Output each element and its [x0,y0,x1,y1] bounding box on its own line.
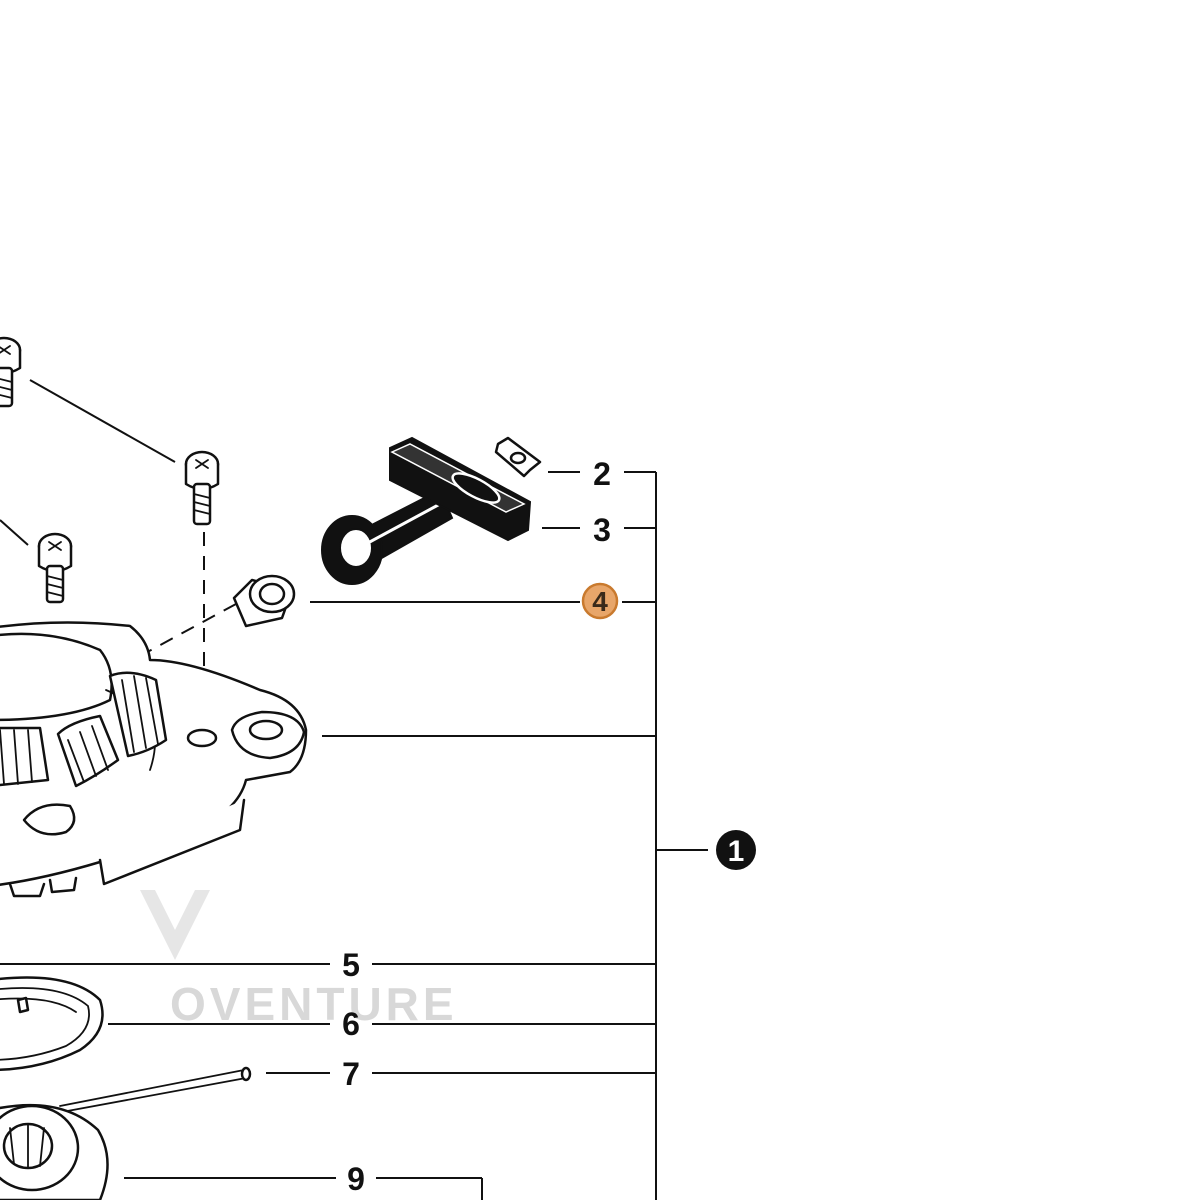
callout-2: 2 [593,456,611,492]
bushing [232,574,296,628]
callout-4: 4 [592,586,608,617]
housing-ribs [0,671,168,788]
watermark-logo [140,890,210,960]
callout-7: 7 [342,1056,360,1092]
callout-1: 1 [728,835,745,868]
callout-4-highlight[interactable]: 4 [581,582,619,620]
starter-rope [59,1066,252,1113]
screw-top-left [0,336,22,408]
callout-5: 5 [342,947,360,983]
callout-1-assembly: 1 [716,830,756,870]
callout-6: 6 [342,1006,360,1042]
screw-middle [184,450,220,526]
rope-pulley [0,1103,109,1200]
screw-lower-left [37,532,73,604]
leader-lines [0,471,708,1200]
callout-3: 3 [593,512,611,548]
watermark-text: OVENTURE [170,978,458,1030]
watermark: OVENTURE [140,890,458,1030]
callout-4-badge [581,582,619,620]
callout-9: 9 [347,1161,365,1197]
starter-housing [0,621,308,898]
callout-1-badge [716,830,756,870]
recoil-spring [0,976,104,1072]
starter-handle [321,436,532,585]
handle-insert [494,436,542,478]
